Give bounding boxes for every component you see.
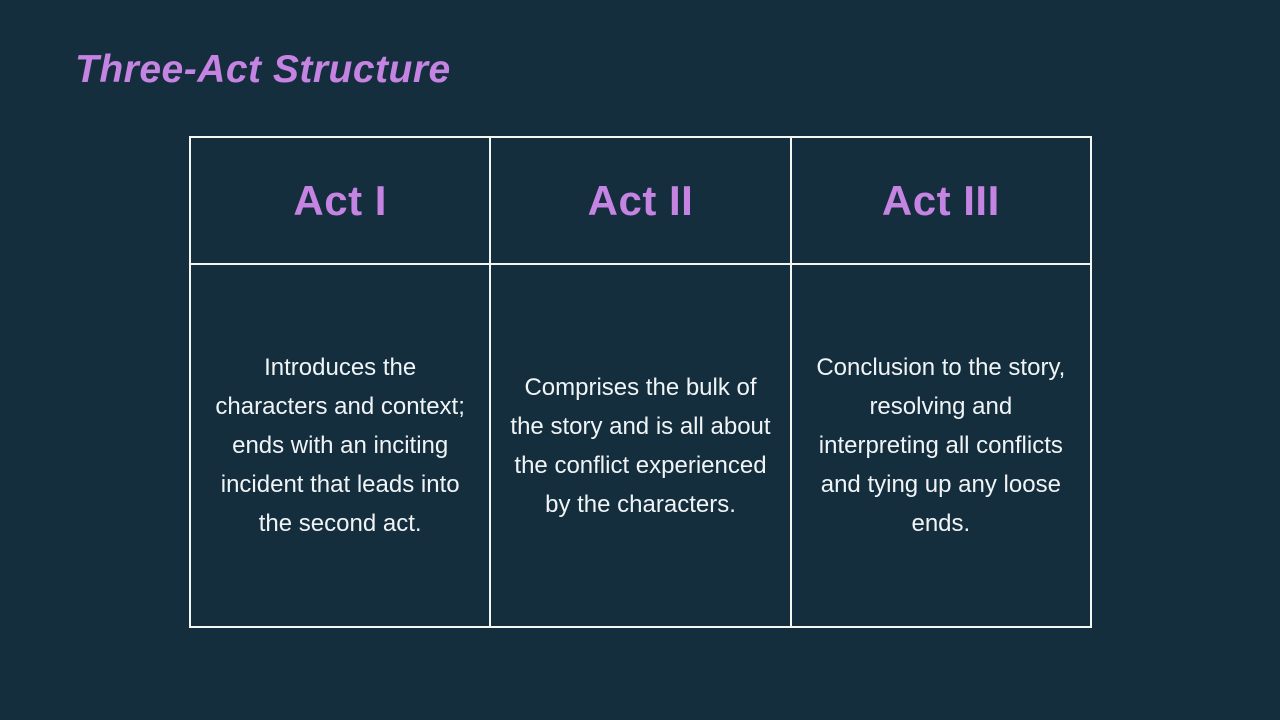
table-row: Introduces the characters and context; e… (188, 263, 1093, 628)
slide-title: Three-Act Structure (75, 48, 451, 91)
table-row: Act I Act II Act III (188, 136, 1093, 265)
act2-header: Act II (489, 136, 792, 265)
table-header-row: Act I Act II Act III (188, 136, 1093, 265)
act3-header: Act III (789, 136, 1093, 265)
table-body: Introduces the characters and context; e… (188, 263, 1093, 628)
act1-header: Act I (188, 136, 492, 265)
act1-description: Introduces the characters and context; e… (188, 263, 492, 628)
act3-description: Conclusion to the story, resolving and i… (789, 263, 1093, 628)
three-act-table: Act I Act II Act III Introduces the char… (188, 136, 1093, 628)
act2-description: Comprises the bulk of the story and is a… (489, 263, 792, 628)
